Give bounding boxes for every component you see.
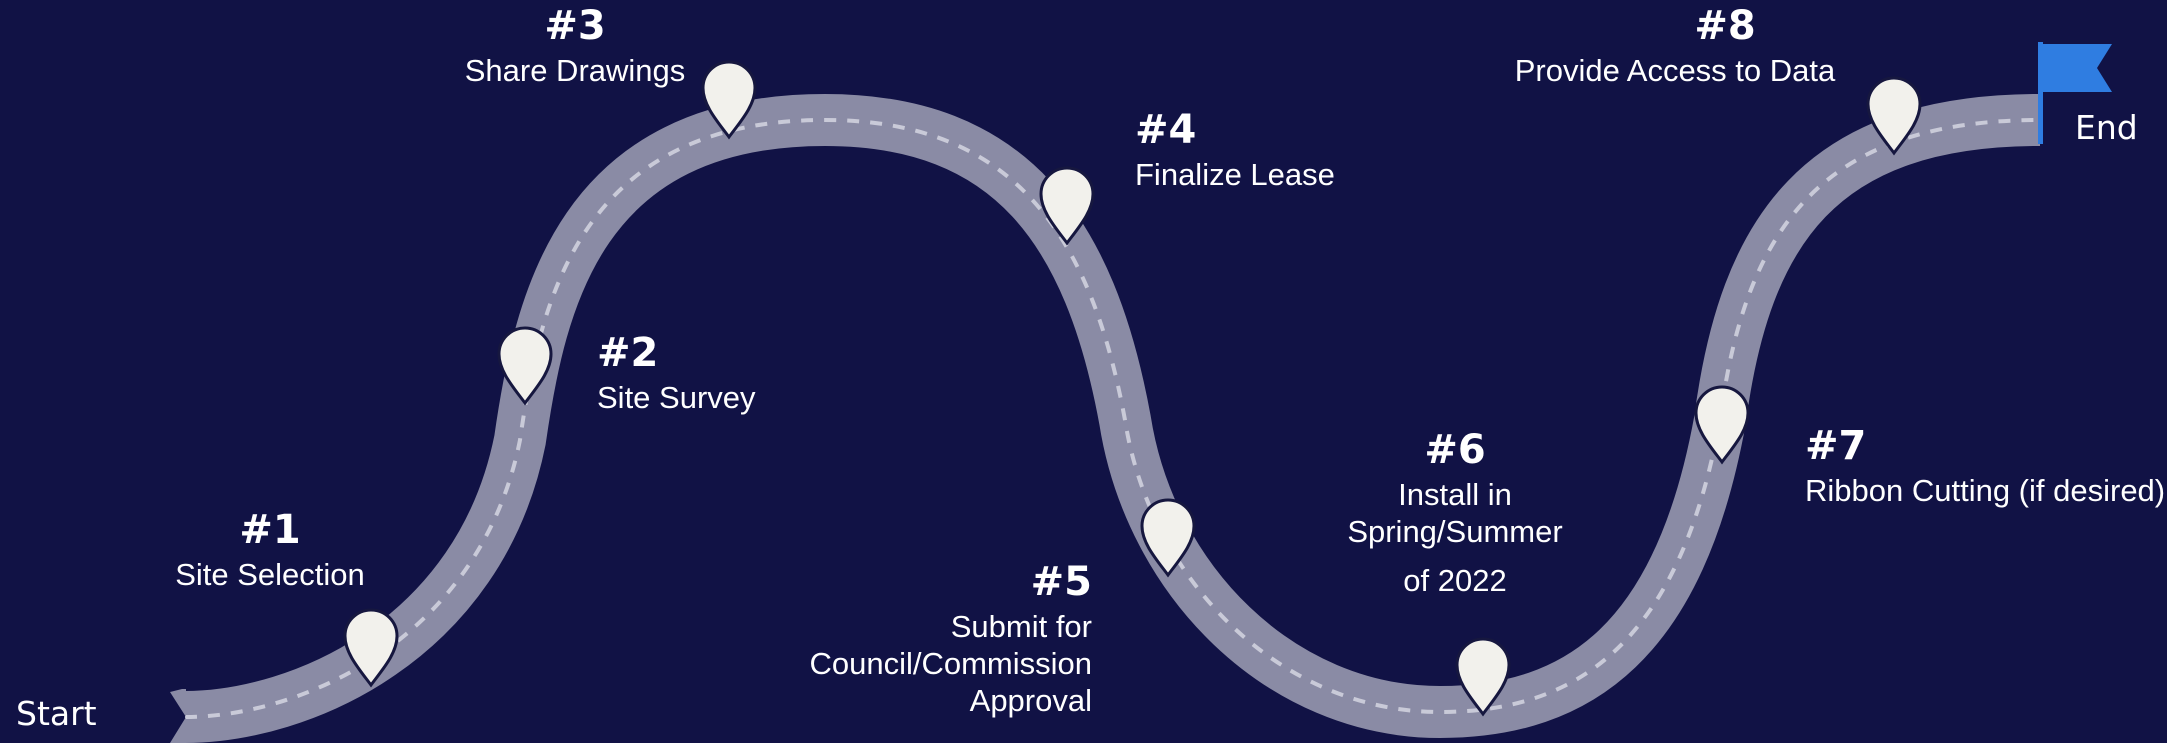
step-label: Provide Access to Data: [1514, 53, 1836, 88]
step-label: Install in Spring/Summer of 2022: [1300, 476, 1610, 600]
step-7: #7 Ribbon Cutting (if desired): [1805, 424, 2165, 509]
location-pins: [343, 60, 1922, 717]
step-2: #2 Site Survey: [597, 331, 756, 416]
start-label: Start: [16, 694, 97, 733]
step-label-line: of 2022: [1403, 563, 1507, 599]
step-number: #4: [1135, 107, 1197, 153]
map-pin-icon: [1866, 76, 1922, 156]
step-label-line: Submit for: [950, 609, 1092, 644]
end-label: End: [2075, 108, 2138, 147]
step-number: #2: [597, 330, 659, 376]
step-label: Share Drawings: [464, 53, 686, 88]
step-label: Site Survey: [597, 380, 756, 415]
step-label: Submit for Council/Commission Approval: [730, 608, 1092, 720]
step-label: Finalize Lease: [1135, 157, 1335, 192]
map-pin-icon: [701, 60, 757, 140]
finish-flag-icon: [2038, 42, 2112, 144]
step-label-line: Approval: [969, 683, 1092, 719]
step-number: #8: [1694, 3, 1756, 49]
step-number: #1: [239, 507, 301, 553]
map-pin-icon: [343, 608, 399, 688]
step-number: #3: [544, 3, 606, 49]
step-4: #4 Finalize Lease: [1135, 108, 1335, 193]
step-label-line: Council/Commission: [809, 646, 1092, 682]
step-1: #1 Site Selection: [160, 508, 380, 593]
step-label-line: Install in: [1398, 477, 1512, 512]
road-start-notch: [170, 689, 186, 743]
step-label-line: Spring/Summer: [1347, 514, 1563, 550]
road-path: [184, 93, 2041, 743]
step-number: #7: [1805, 423, 1867, 469]
step-6: #6 Install in Spring/Summer of 2022: [1300, 428, 1610, 600]
map-pin-icon: [1140, 498, 1196, 578]
map-pin-icon: [497, 326, 553, 406]
step-3: #3 Share Drawings: [400, 4, 830, 89]
map-pin-icon: [1039, 166, 1095, 246]
step-number: #6: [1424, 427, 1486, 473]
map-pin-icon: [1455, 637, 1511, 717]
map-pin-icon: [1694, 385, 1750, 465]
step-8: #8 Provide Access to Data: [1500, 4, 1850, 89]
step-label: Ribbon Cutting (if desired): [1805, 473, 2166, 508]
step-label: Site Selection: [175, 557, 365, 592]
step-number: #5: [1030, 559, 1092, 605]
step-5: #5 Submit for Council/Commission Approva…: [730, 560, 1092, 720]
